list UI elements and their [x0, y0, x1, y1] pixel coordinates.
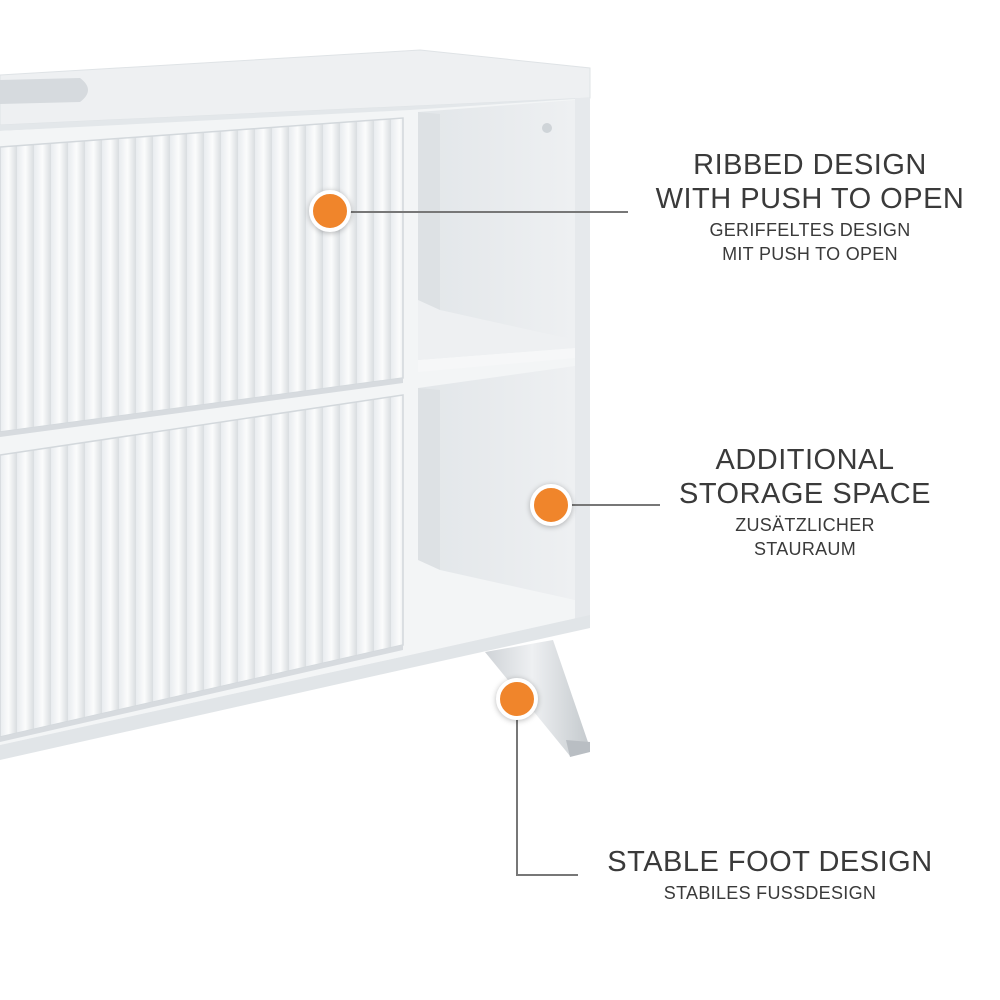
cabinet-top — [0, 49, 591, 126]
feature-subtitle: ZUSÄTZLICHER STAURAUM — [735, 515, 875, 559]
feature-title: RIBBED DESIGN WITH PUSH TO OPEN — [655, 149, 965, 215]
feature-subtitle: GERIFFELTES DESIGN MIT PUSH TO OPEN — [709, 220, 911, 264]
upper-drawer — [0, 117, 404, 433]
lower-drawer-edge — [0, 645, 403, 742]
feature-label-storage-space: ADDITIONAL STORAGE SPACE ZUSÄTZLICHER ST… — [655, 443, 955, 561]
feature-title: ADDITIONAL STORAGE SPACE — [679, 444, 931, 510]
side-panel — [575, 98, 590, 622]
cabinet-bottom — [0, 615, 590, 760]
upper-shelf-side — [418, 112, 440, 360]
hotspot-foot-design — [496, 678, 538, 720]
upper-shelf-board — [418, 300, 575, 360]
sink-cutout — [0, 78, 88, 104]
upper-drawer-edge — [0, 378, 403, 437]
leader-line-foot — [516, 700, 578, 876]
lower-shelf-back — [418, 366, 575, 640]
hotspot-ribbed-design — [309, 190, 351, 232]
hotspot-storage-space — [530, 484, 572, 526]
feature-label-foot-design: STABLE FOOT DESIGN STABILES FUSSDESIGN — [590, 845, 950, 905]
cabinet-top-front — [0, 98, 590, 131]
upper-shelf-floor — [418, 348, 575, 372]
cabinet-leg-tip — [566, 740, 590, 757]
lower-drawer — [0, 394, 404, 738]
feature-label-ribbed-design: RIBBED DESIGN WITH PUSH TO OPEN GERIFFEL… — [630, 148, 990, 266]
feature-subtitle: STABILES FUSSDESIGN — [663, 883, 877, 903]
lower-shelf-floor — [418, 560, 575, 645]
upper-shelf-back — [418, 100, 575, 360]
feature-title: STABLE FOOT DESIGN — [607, 846, 933, 878]
hinge-hole — [542, 123, 552, 133]
